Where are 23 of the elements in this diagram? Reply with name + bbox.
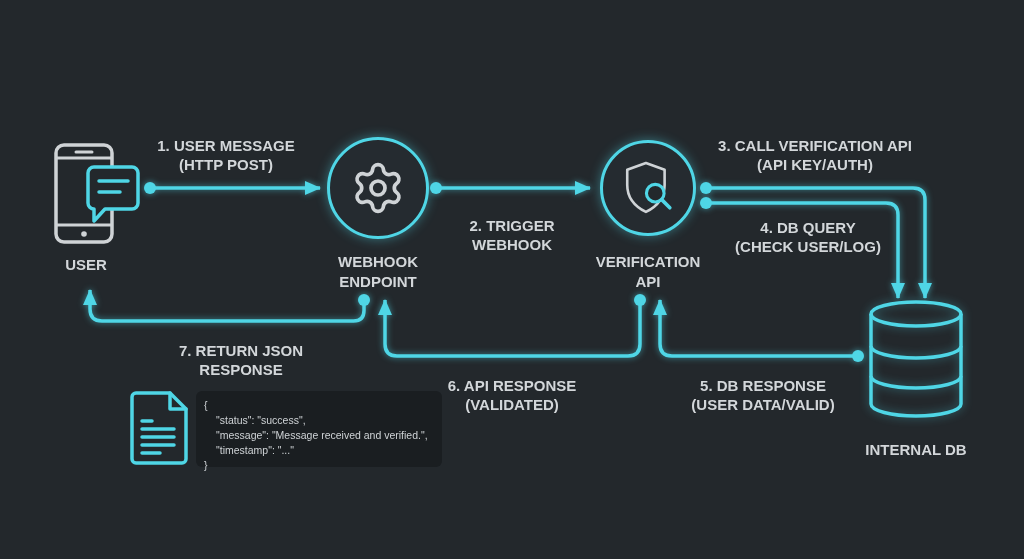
node-label: WEBHOOK ENDPOINT xyxy=(338,253,418,290)
node-label: USER xyxy=(65,256,107,273)
edge-label: 5. DB RESPONSE (USER DATA/VALID) xyxy=(691,377,835,413)
connector-arrow xyxy=(430,181,591,195)
code-line: } xyxy=(204,459,208,471)
connector-arrow xyxy=(83,289,370,323)
edge-label: 7. RETURN JSON RESPONSE xyxy=(178,342,304,378)
node-label: INTERNAL DB xyxy=(865,441,967,458)
code-line: { xyxy=(204,399,208,411)
connector-arrow xyxy=(653,299,864,362)
edge-label: 2. TRIGGER WEBHOOK xyxy=(469,217,555,253)
connector-arrow xyxy=(378,294,646,358)
connector-arrow xyxy=(700,197,905,299)
connector-arrow xyxy=(144,181,321,195)
code-line: "message": "Message received and verified.", xyxy=(216,429,428,441)
node-label: VERIFICATION API xyxy=(595,253,701,290)
edge-label: 1. USER MESSAGE (HTTP POST) xyxy=(157,137,295,173)
code-line: "status": "success", xyxy=(216,414,306,426)
edge-label: 3. CALL VERIFICATION API (API KEY/AUTH) xyxy=(718,137,912,173)
edge-label: 6. API RESPONSE (VALIDATED) xyxy=(447,377,577,413)
connector-arrow xyxy=(700,182,932,299)
code-line: "timestamp": "..." xyxy=(216,444,294,456)
edge-label: 4. DB QUERY (CHECK USER/LOG) xyxy=(735,219,881,255)
